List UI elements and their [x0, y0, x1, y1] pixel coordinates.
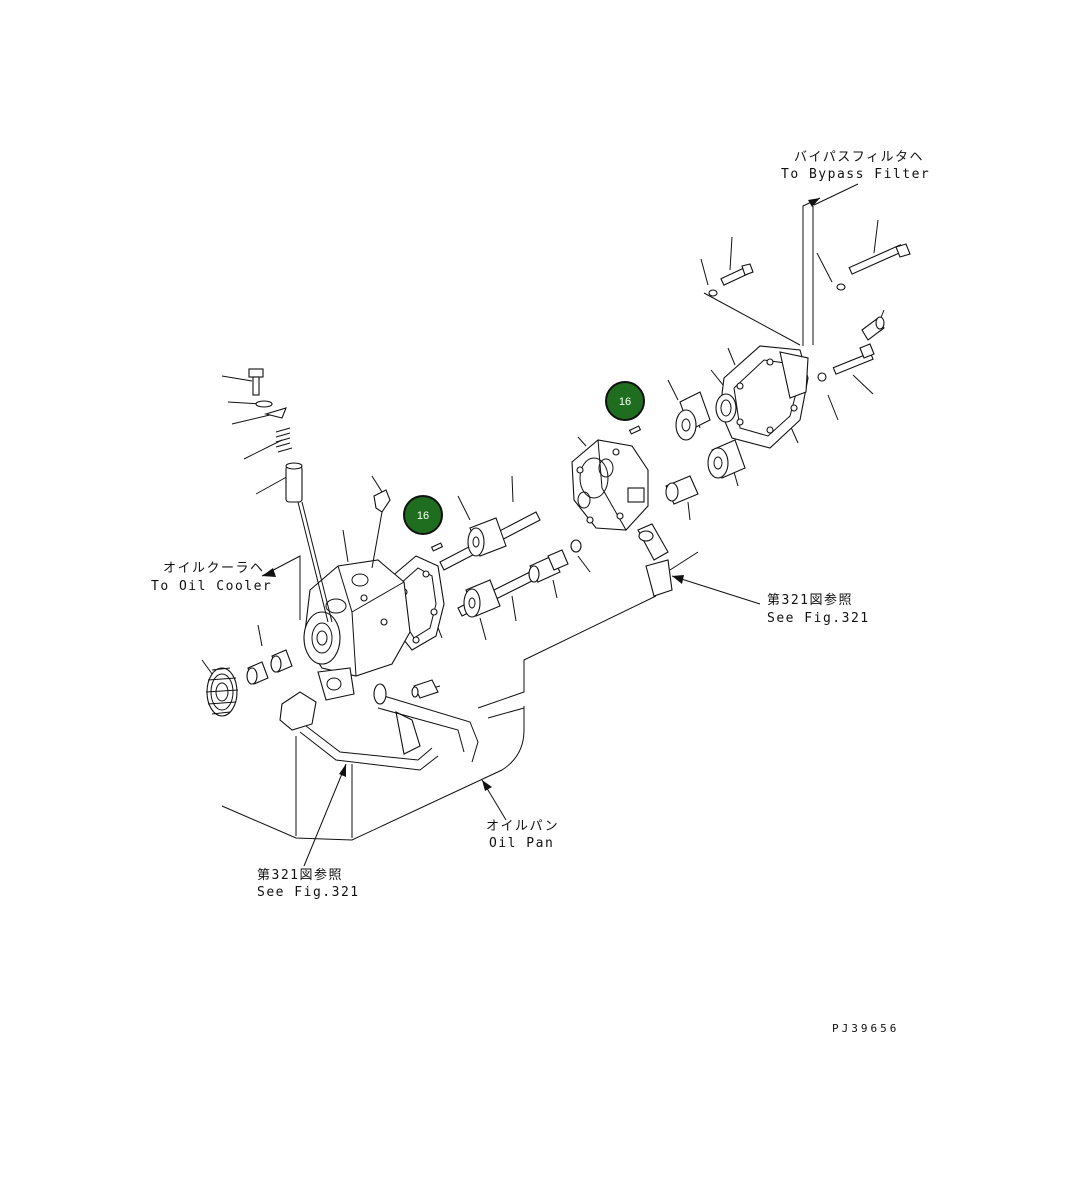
callout-upper-number: 16 [619, 396, 631, 408]
bypass-label-jp: バイパスフィルタヘ [794, 150, 924, 165]
oil-cooler-line [261, 555, 301, 620]
oilpan-label-en: Oil Pan [489, 836, 554, 851]
elbow-fitting [637, 523, 699, 597]
oilpan-label-jp: オイルパン [486, 819, 559, 834]
callout-upper: 16 [605, 381, 645, 421]
fig-right-label-en: See Fig.321 [767, 611, 870, 626]
callout-lower-number: 16 [417, 510, 429, 522]
bypass-line [802, 197, 821, 346]
cooler-label-en: To Oil Cooler [151, 579, 272, 594]
dowel-pin-upper [628, 425, 642, 435]
relief-valve-stack [248, 368, 333, 623]
bypass-arrowhead [808, 198, 820, 207]
rear-gears [665, 391, 746, 505]
bushings [528, 539, 582, 583]
oil-pan-outline [221, 706, 525, 841]
gear-shafts [439, 511, 541, 618]
pump-body [303, 559, 411, 701]
middle-case [571, 439, 649, 531]
drive-gear [205, 649, 293, 717]
callout-lower: 16 [403, 495, 443, 535]
suction-pipe [279, 691, 439, 838]
cooler-label-jp: オイルクーラヘ [163, 561, 265, 576]
relief-bolts [703, 243, 911, 382]
bypass-label-en: To Bypass Filter [781, 167, 930, 182]
dowel-pin-lower [430, 542, 444, 552]
return-pipe [373, 595, 657, 763]
fig-right-label-jp: 第321図参照 [767, 592, 853, 608]
fig-bottom-label-jp: 第321図参照 [257, 867, 343, 883]
drawing-code: PJ39656 [832, 1022, 899, 1035]
plug [373, 489, 391, 513]
fig-bottom-label-en: See Fig.321 [257, 885, 360, 900]
rear-cover [715, 345, 809, 449]
